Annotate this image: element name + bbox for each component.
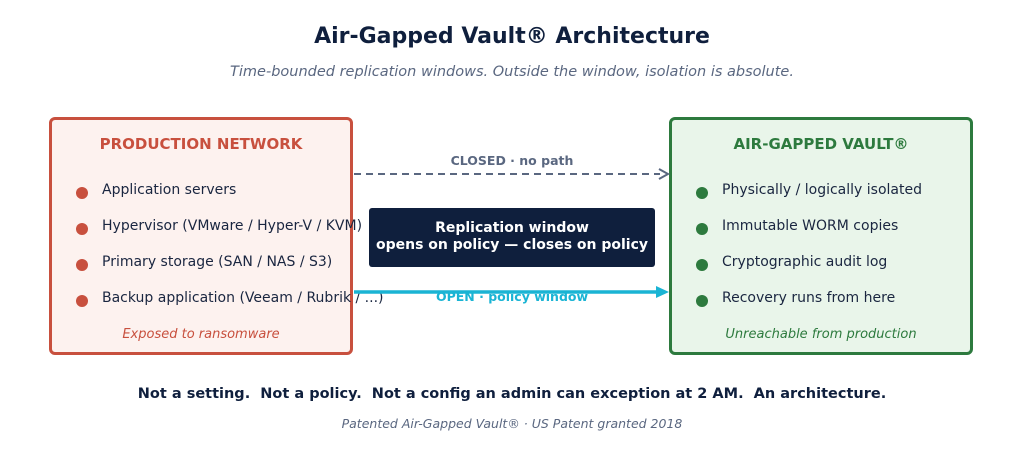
list-item-label: Application servers xyxy=(102,182,237,198)
list-item: Hypervisor (VMware / Hyper-V / KVM) xyxy=(76,218,384,254)
production-network-title: PRODUCTION NETWORK xyxy=(99,135,303,153)
vault-title: AIR-GAPPED VAULT® xyxy=(733,135,909,153)
production-items-list: Application servers Hypervisor (VMware /… xyxy=(76,182,384,326)
diagram-subtitle: Time-bounded replication windows. Outsid… xyxy=(230,64,794,80)
open-path-label: OPEN · policy window xyxy=(435,289,589,304)
replication-line-1: Replication window xyxy=(435,220,589,236)
vault-caption: Unreachable from production xyxy=(725,327,917,342)
bullet-dot-icon xyxy=(76,187,88,199)
list-item-label: Recovery runs from here xyxy=(722,290,896,306)
production-network-box: PRODUCTION NETWORK Application servers H… xyxy=(49,117,384,355)
bullet-dot-icon xyxy=(696,187,708,199)
air-gapped-vault-box: AIR-GAPPED VAULT® Physically / logically… xyxy=(669,117,973,355)
list-item: Primary storage (SAN / NAS / S3) xyxy=(76,254,384,290)
open-arrowhead-icon xyxy=(656,286,669,298)
replication-window-box: Replication window opens on policy — clo… xyxy=(369,208,655,267)
list-item-label: Hypervisor (VMware / Hyper-V / KVM) xyxy=(102,218,363,234)
bullet-dot-icon xyxy=(696,259,708,271)
list-item-label: Physically / logically isolated xyxy=(722,182,922,198)
list-item: Application servers xyxy=(76,182,384,218)
bullet-dot-icon xyxy=(76,259,88,271)
list-item: Recovery runs from here xyxy=(696,290,922,326)
patent-footer: Patented Air-Gapped Vault® · US Patent g… xyxy=(341,416,683,431)
list-item: Backup application (Veeam / Rubrik / ...… xyxy=(76,290,384,326)
diagram-title: Air-Gapped Vault® Architecture xyxy=(314,24,710,49)
bullet-dot-icon xyxy=(696,223,708,235)
list-item: Physically / logically isolated xyxy=(696,182,922,218)
list-item-label: Backup application (Veeam / Rubrik / ...… xyxy=(102,290,384,306)
list-item-label: Primary storage (SAN / NAS / S3) xyxy=(102,254,333,270)
list-item: Cryptographic audit log xyxy=(696,254,922,290)
list-item-label: Immutable WORM copies xyxy=(722,218,899,234)
closed-arrowhead-icon xyxy=(658,168,671,180)
tagline: Not a setting. Not a policy. Not a confi… xyxy=(137,386,887,402)
list-item: Immutable WORM copies xyxy=(696,218,922,254)
vault-items-list: Physically / logically isolated Immutabl… xyxy=(696,182,922,326)
replication-line-2: opens on policy — closes on policy xyxy=(375,237,649,253)
production-caption: Exposed to ransomware xyxy=(122,327,280,342)
bullet-dot-icon xyxy=(76,223,88,235)
bullet-dot-icon xyxy=(76,295,88,307)
closed-path-label: CLOSED · no path xyxy=(450,153,574,168)
list-item-label: Cryptographic audit log xyxy=(722,254,888,270)
bullet-dot-icon xyxy=(696,295,708,307)
